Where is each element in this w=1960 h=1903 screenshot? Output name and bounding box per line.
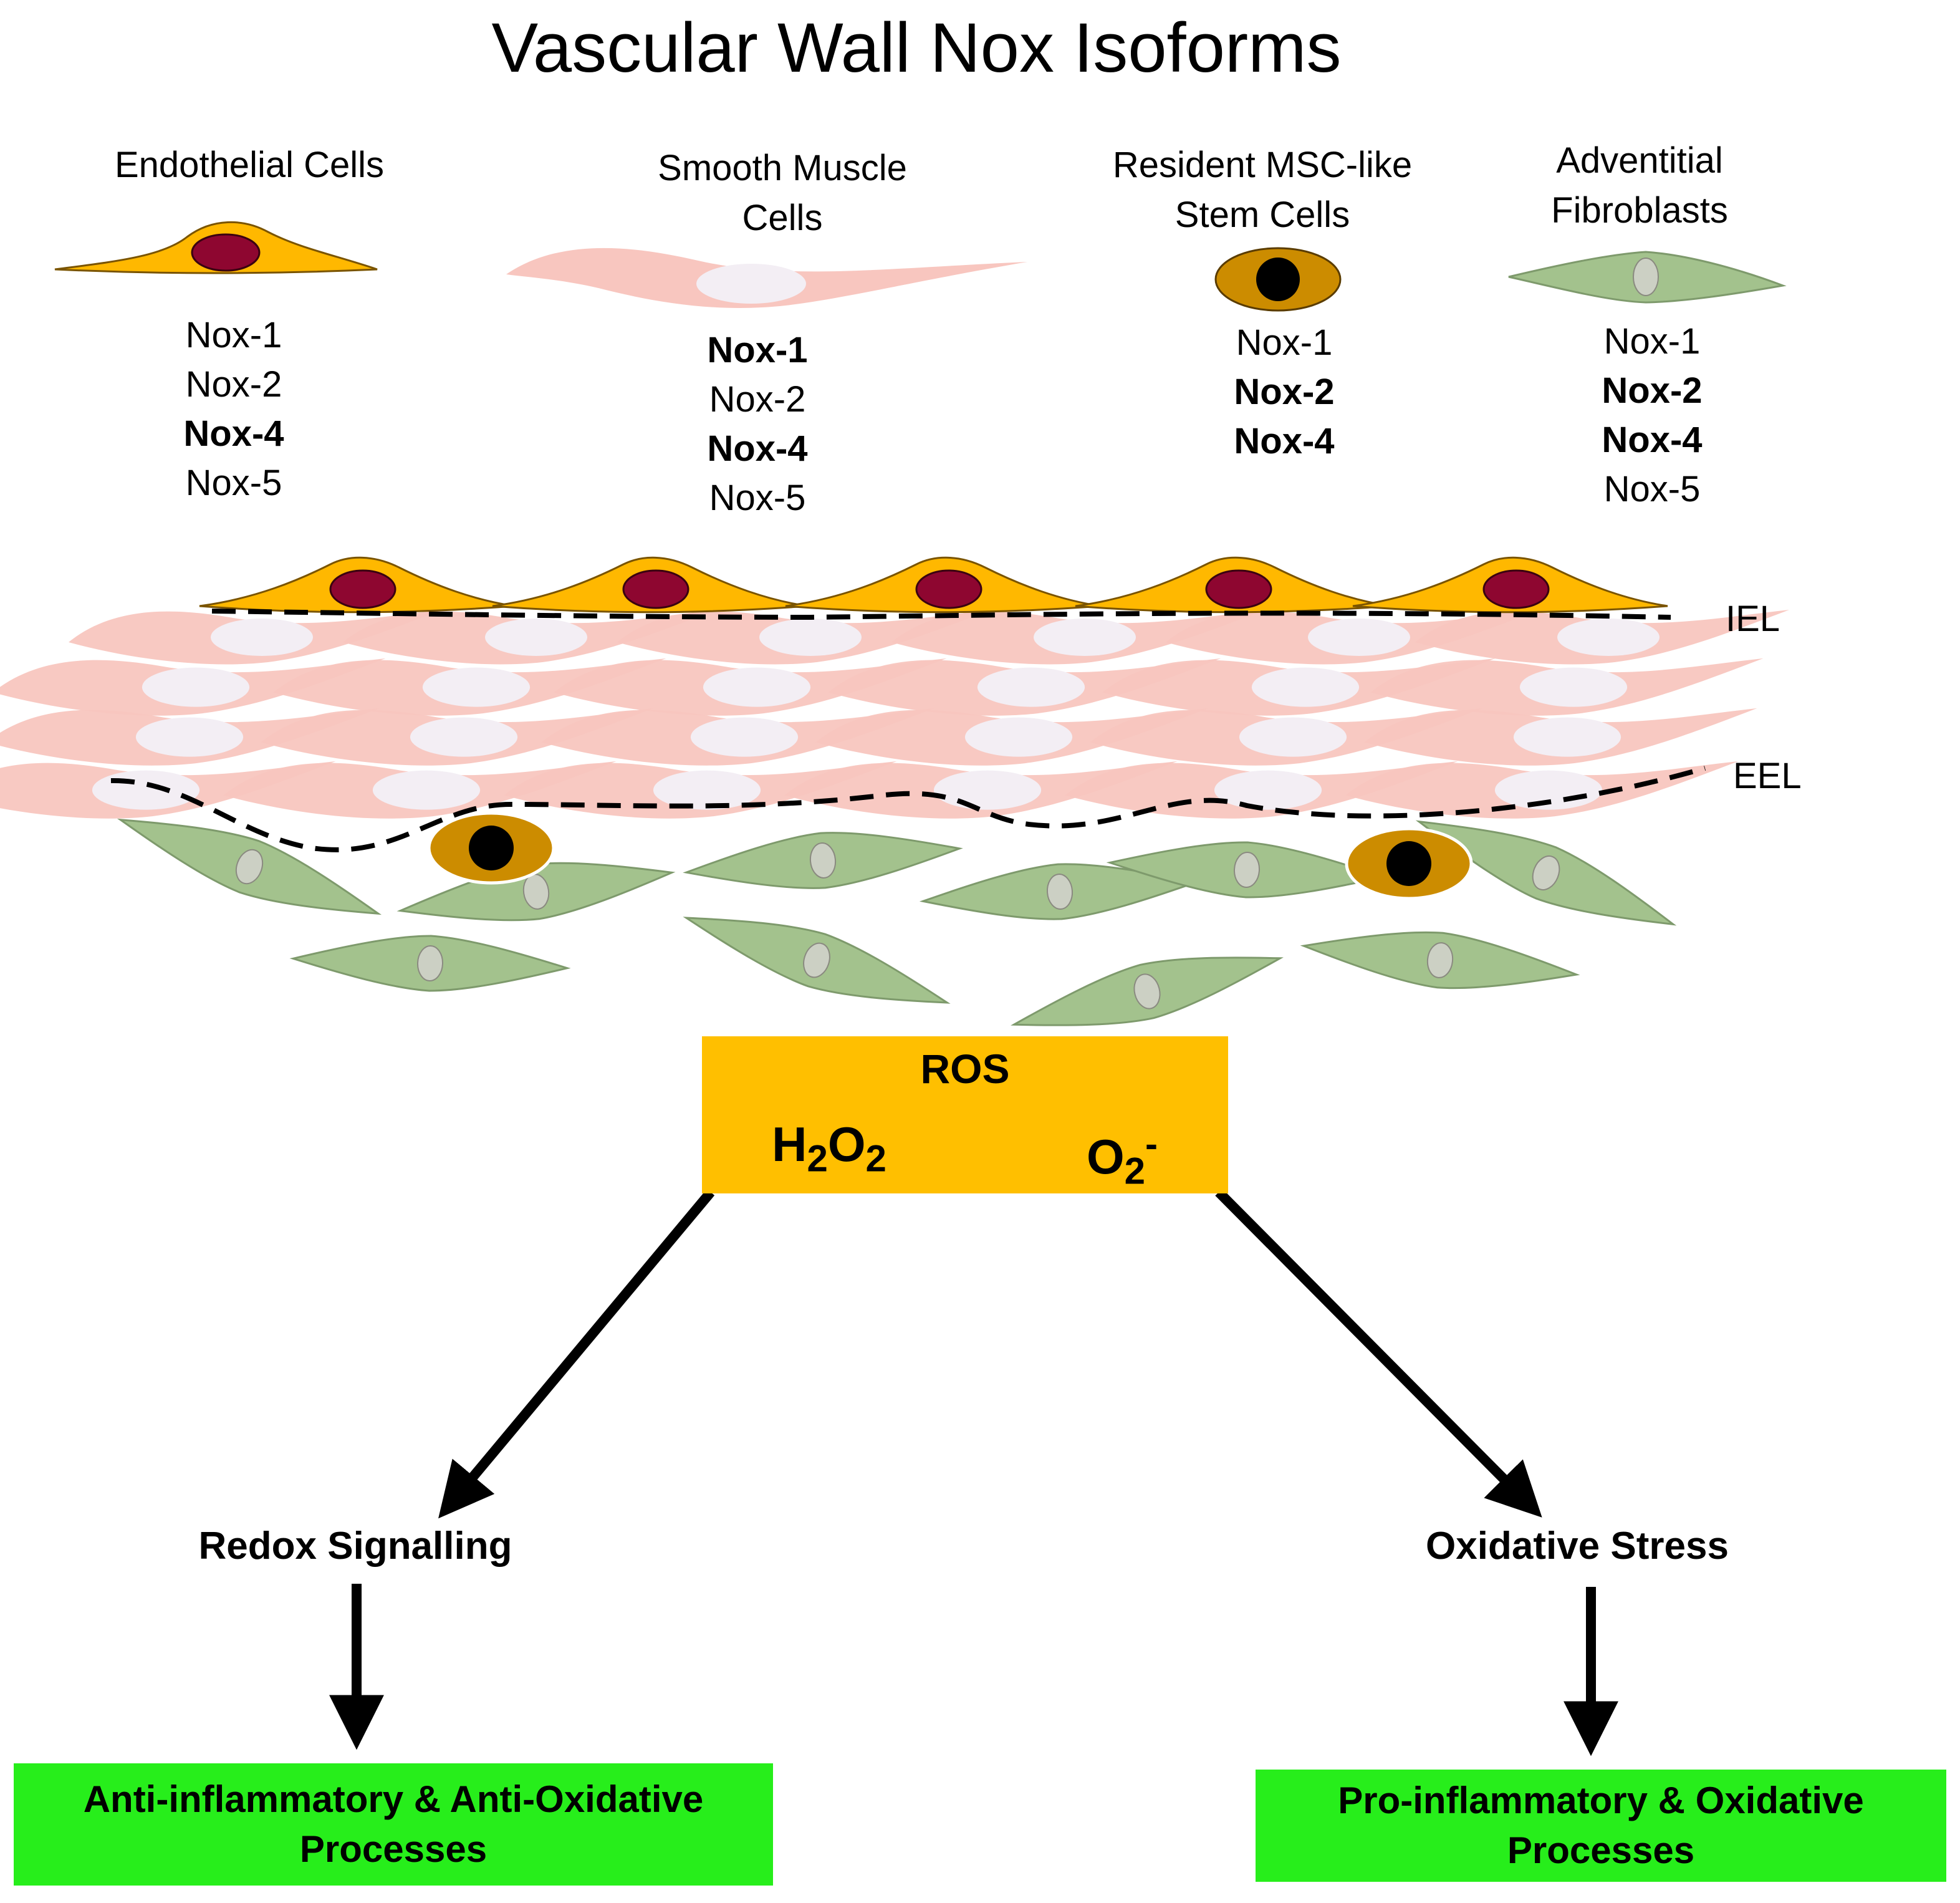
redox-signalling-label: Redox Signalling xyxy=(198,1525,512,1568)
stem-cell-icon xyxy=(1214,247,1342,312)
iso-fib-1: Nox-1 xyxy=(1603,321,1701,362)
fibroblast-cell xyxy=(919,863,1201,920)
cell-name-fibroblast: Adventitial Fibroblasts xyxy=(1551,140,1728,231)
iso-stem-1: Nox-1 xyxy=(1236,322,1333,363)
arrow-to-stress xyxy=(1215,1188,1542,1518)
iso-smc-4: Nox-5 xyxy=(709,478,806,518)
smooth-muscle-cell xyxy=(891,610,1266,665)
anti-inflammatory-box: Anti-inflammatory & Anti-Oxidative Proce… xyxy=(14,1763,773,1886)
iso-fib-3: Nox-4 xyxy=(1602,420,1703,460)
fibroblast-cell xyxy=(1415,820,1677,926)
fibroblast-cell xyxy=(1011,956,1284,1026)
fibroblast-cell xyxy=(1106,841,1388,899)
oxidative-stress-label: Oxidative Stress xyxy=(1426,1525,1729,1568)
smooth-muscle-cell xyxy=(541,708,934,766)
fibroblast-icon xyxy=(1508,251,1787,304)
smooth-muscle-cell xyxy=(1370,658,1764,716)
smooth-muscle-cell xyxy=(1065,761,1458,819)
cell-name-smooth-muscle: Smooth Muscle Cells xyxy=(658,148,907,238)
iso-smc-2: Nox-2 xyxy=(709,379,806,420)
fibroblast-cell xyxy=(289,935,571,992)
page-title: Vascular Wall Nox Isoforms xyxy=(491,9,1342,87)
iel-dashed-line xyxy=(211,609,1671,620)
smooth-muscle-cell xyxy=(828,658,1221,716)
smooth-muscle-cell xyxy=(0,708,380,766)
cell-name-stem: Resident MSC-like Stem Cells xyxy=(1112,145,1413,235)
smooth-muscle-cell xyxy=(343,610,717,665)
iso-stem-3: Nox-4 xyxy=(1234,421,1335,461)
eel-label: EEL xyxy=(1733,756,1802,796)
smooth-muscle-cell xyxy=(617,610,991,665)
ros-box xyxy=(702,1036,1228,1193)
endothelial-cell xyxy=(785,556,1101,614)
anti-inflammatory-text: Anti-inflammatory & Anti-Oxidative Proce… xyxy=(83,1778,704,1870)
endothelial-layer xyxy=(199,556,1668,614)
iso-smc-3: Nox-4 xyxy=(707,428,808,469)
endothelial-cell-icon xyxy=(54,221,378,274)
iso-stem-2: Nox-2 xyxy=(1234,372,1335,412)
endothelial-cell xyxy=(492,556,808,614)
smooth-muscle-cell xyxy=(554,658,947,716)
smooth-muscle-layer xyxy=(0,610,1789,819)
smooth-muscle-cell xyxy=(1090,708,1483,766)
iso-endo-1: Nox-1 xyxy=(185,315,282,355)
iso-fib-4: Nox-5 xyxy=(1603,469,1701,509)
endothelial-cell xyxy=(199,556,515,614)
stem-cells-in-wall xyxy=(427,811,1473,900)
h2o2-label: H2O2 xyxy=(772,1117,886,1180)
endothelial-cell xyxy=(1075,556,1391,614)
smooth-muscle-cell-icon xyxy=(506,248,1027,308)
iso-endo-3: Nox-4 xyxy=(183,413,284,454)
fibroblast-cell xyxy=(117,818,382,915)
smooth-muscle-cell xyxy=(815,708,1209,766)
smooth-muscle-cell xyxy=(1364,708,1757,766)
fibroblast-cell xyxy=(683,832,963,889)
smooth-muscle-cell xyxy=(1415,610,1789,665)
smooth-muscle-cell xyxy=(69,610,443,665)
arrow-to-redox xyxy=(438,1188,715,1519)
iso-endo-4: Nox-5 xyxy=(185,463,282,503)
vessel-wall-section xyxy=(0,556,1789,1026)
ros-label: ROS xyxy=(920,1046,1010,1092)
iso-smc-1: Nox-1 xyxy=(707,330,808,370)
smooth-muscle-cell xyxy=(223,761,617,819)
iso-endo-2: Nox-2 xyxy=(185,364,282,405)
fibroblast-layer xyxy=(117,818,1677,1026)
smooth-muscle-cell xyxy=(261,708,654,766)
iso-fib-2: Nox-2 xyxy=(1602,370,1703,411)
pro-inflammatory-box: Pro-inflammatory & Oxidative Processes xyxy=(1256,1770,1946,1882)
fibroblast-cell xyxy=(1300,931,1580,990)
smooth-muscle-cell xyxy=(1166,610,1540,665)
eel-dashed-line xyxy=(110,766,1706,852)
smooth-muscle-cell xyxy=(0,658,386,716)
smooth-muscle-cell xyxy=(273,658,666,716)
superoxide-label: O2- xyxy=(1086,1123,1158,1192)
fibroblast-cell xyxy=(683,917,951,1004)
smooth-muscle-cell xyxy=(1102,658,1496,716)
iel-label: IEL xyxy=(1726,599,1780,639)
pro-inflammatory-text: Pro-inflammatory & Oxidative Processes xyxy=(1338,1780,1864,1871)
endothelial-cell xyxy=(1352,556,1668,614)
stem-cell xyxy=(427,811,555,885)
cell-name-endothelial: Endothelial Cells xyxy=(114,145,385,185)
stem-cell xyxy=(1345,827,1473,900)
smooth-muscle-cell xyxy=(1345,761,1739,819)
